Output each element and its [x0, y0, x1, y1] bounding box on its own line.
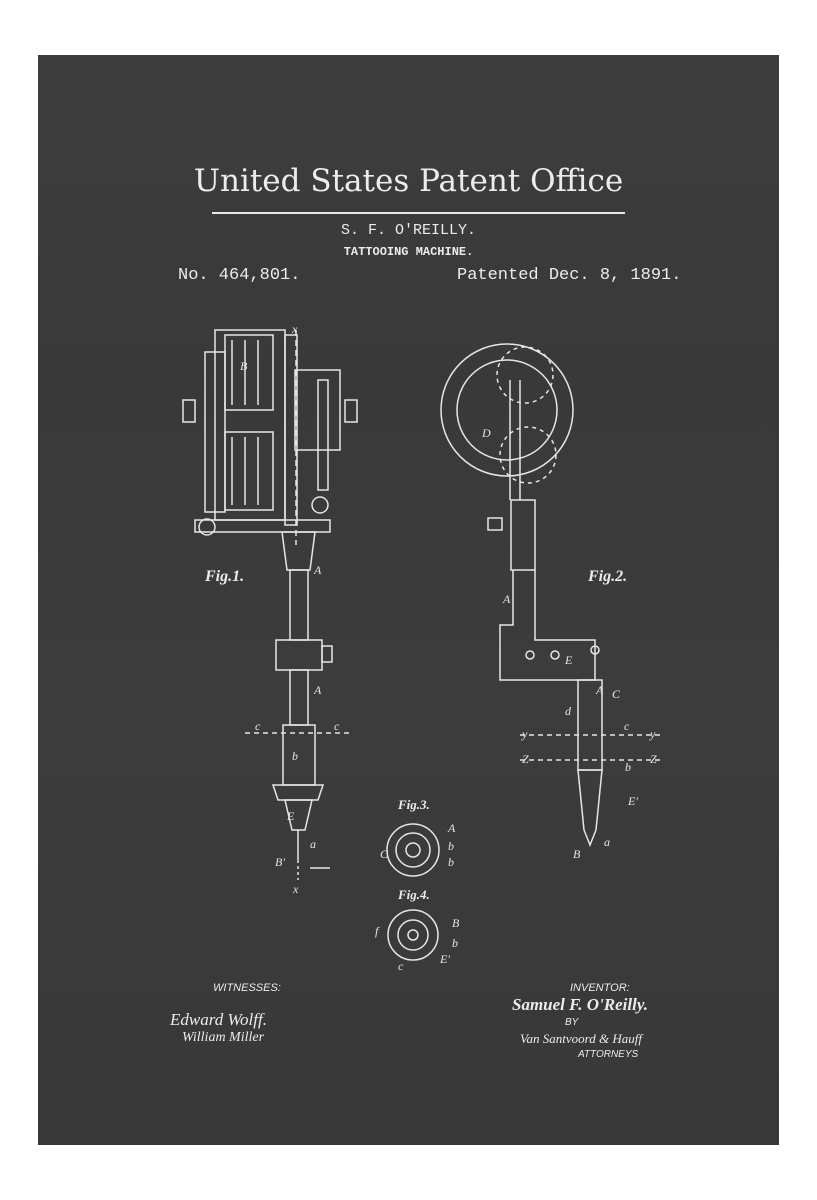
svg-text:y: y: [521, 727, 528, 741]
fig3-drawing: AbbC: [380, 821, 456, 876]
svg-text:x: x: [291, 322, 298, 336]
witnesses-label: WITNESSES:: [213, 982, 281, 994]
fig1-drawing: xBAA ccb EaB'x: [183, 322, 357, 896]
fig4-label: Fig.4.: [398, 887, 430, 903]
svg-text:b: b: [448, 855, 454, 869]
svg-text:f: f: [375, 924, 380, 938]
svg-text:C: C: [380, 847, 389, 861]
attorneys-label: ATTORNEYS: [578, 1049, 638, 1060]
svg-text:A: A: [313, 683, 322, 697]
fig2-label: Fig.2.: [588, 568, 627, 586]
inventor-signature: Samuel F. O'Reilly.: [512, 995, 648, 1015]
svg-text:D: D: [481, 426, 491, 440]
svg-text:b: b: [452, 936, 458, 950]
svg-text:B': B': [275, 855, 285, 869]
svg-text:a: a: [604, 835, 610, 849]
svg-text:E': E': [439, 952, 450, 966]
svg-text:c: c: [398, 959, 404, 973]
svg-text:A: A: [595, 683, 604, 697]
svg-text:b: b: [625, 760, 631, 774]
svg-text:E': E': [627, 794, 638, 808]
fig2-drawing: DAEAC dcyy ZZbE' Ba: [441, 344, 660, 861]
svg-text:E: E: [564, 653, 573, 667]
svg-text:A: A: [502, 592, 511, 606]
svg-text:C: C: [612, 687, 621, 701]
svg-text:Z: Z: [522, 752, 529, 766]
svg-text:B: B: [573, 847, 581, 861]
svg-text:b: b: [448, 839, 454, 853]
svg-text:B: B: [452, 916, 460, 930]
fig4-drawing: BbE' f c: [375, 910, 460, 973]
svg-text:c: c: [624, 719, 630, 733]
svg-text:A: A: [447, 821, 456, 835]
svg-text:Z: Z: [650, 752, 657, 766]
svg-text:b: b: [292, 749, 298, 763]
attorneys-signature: Van Santvoord & Hauff: [520, 1031, 642, 1047]
svg-text:x: x: [292, 882, 299, 896]
fig1-label: Fig.1.: [205, 568, 244, 586]
svg-text:E: E: [286, 809, 295, 823]
by-label: BY: [565, 1017, 578, 1028]
witness-signature-1: Edward Wolff.: [170, 1010, 267, 1030]
svg-text:d: d: [565, 704, 572, 718]
svg-text:c: c: [255, 719, 261, 733]
svg-text:a: a: [310, 837, 316, 851]
witness-signature-2: William Miller: [182, 1030, 264, 1046]
inventor-label: INVENTOR:: [570, 982, 630, 994]
svg-text:A: A: [313, 563, 322, 577]
svg-text:B: B: [240, 359, 248, 373]
svg-text:c: c: [334, 719, 340, 733]
fig3-label: Fig.3.: [398, 797, 430, 813]
svg-text:y: y: [649, 727, 656, 741]
